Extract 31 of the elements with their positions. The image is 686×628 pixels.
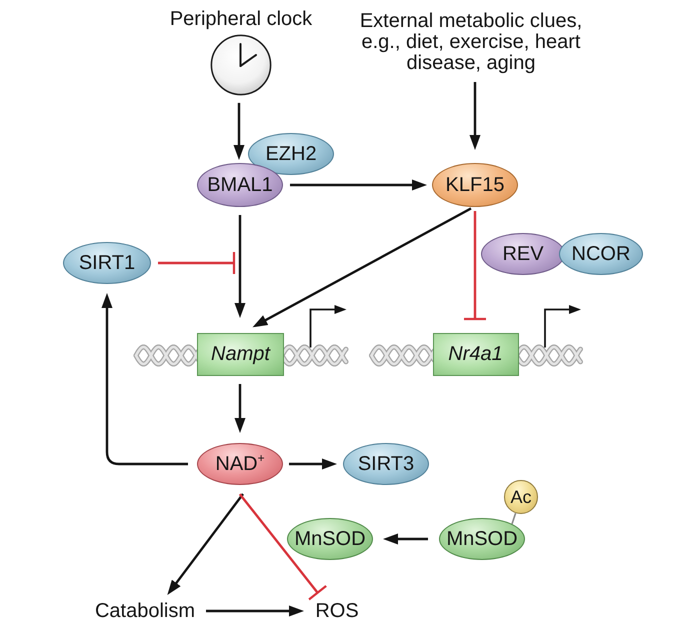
arrow xyxy=(252,207,472,328)
protein-ellipse: KLF15 xyxy=(432,163,518,207)
connector-line xyxy=(511,512,516,524)
input-label: External metabolic clues, e.g., diet, exercise, heart disease, aging xyxy=(351,11,591,74)
gene-box: Nampt xyxy=(197,333,284,376)
arrow xyxy=(167,493,244,595)
arrow xyxy=(290,180,427,190)
protein-ellipse: EZH2 xyxy=(248,133,334,175)
protein-ellipse: NCOR xyxy=(559,233,643,275)
clock-label: Peripheral clock xyxy=(170,8,312,30)
protein-ellipse: BMAL1 xyxy=(197,163,283,207)
arrow xyxy=(234,102,244,160)
inhibition-line xyxy=(158,250,236,276)
acetyl-group-circle: Ac xyxy=(504,480,538,514)
process-label: Catabolism xyxy=(92,599,198,623)
gene-box: Nr4a1 xyxy=(432,333,518,376)
arrow xyxy=(102,293,188,466)
arrow xyxy=(470,82,480,150)
arrow xyxy=(234,384,246,433)
protein-ellipse: SIRT3 xyxy=(343,443,429,485)
inhibition-line xyxy=(462,211,488,320)
inhibition-line xyxy=(238,493,328,601)
protein-ellipse: SIRT1 xyxy=(63,242,151,284)
arrow xyxy=(383,534,428,544)
product-label: ROS xyxy=(314,599,360,623)
metabolite-ellipse: NAD$^{+}$ xyxy=(197,443,283,485)
arrow xyxy=(206,606,304,616)
arrow xyxy=(289,458,337,470)
protein-ellipse: MnSOD xyxy=(439,518,525,560)
arrow xyxy=(234,215,246,318)
protein-ellipse: MnSOD xyxy=(287,518,373,560)
